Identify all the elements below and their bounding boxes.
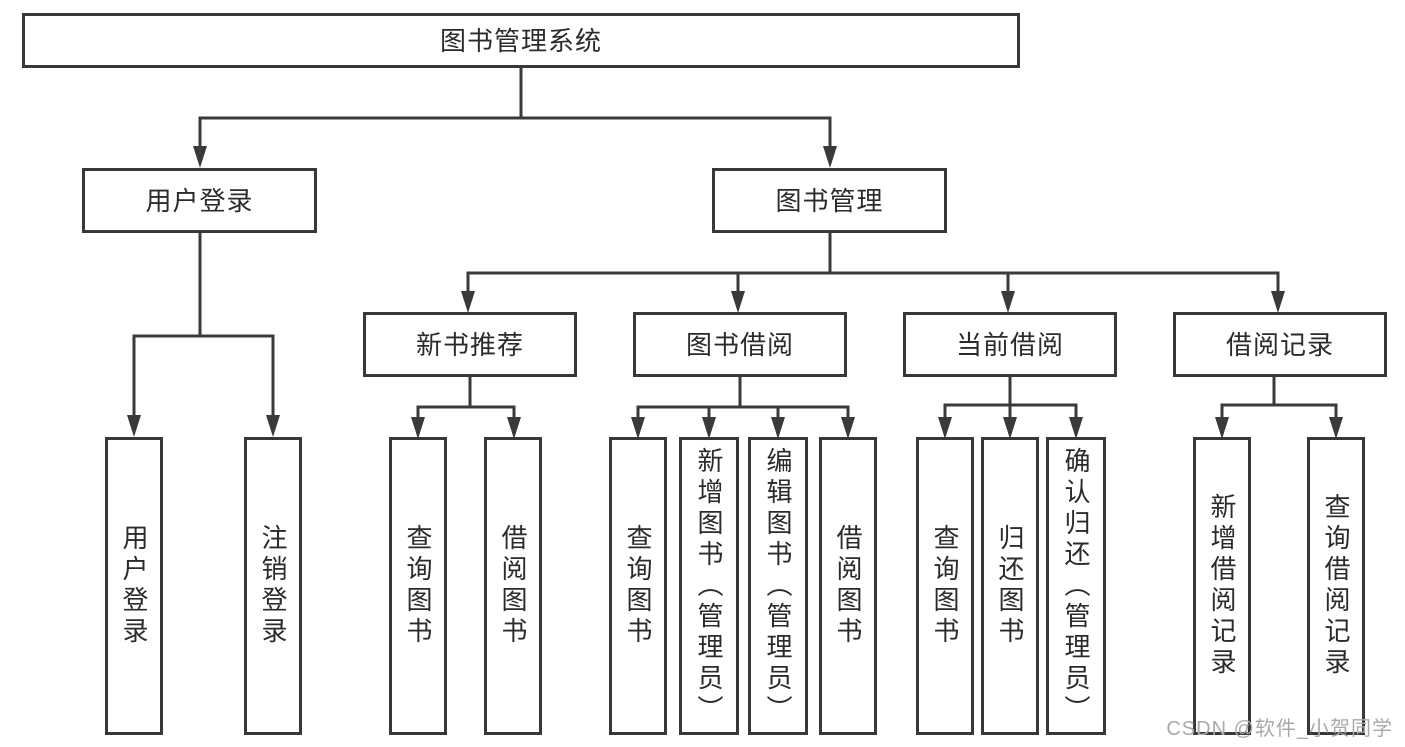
arrow-down-icon [823, 146, 837, 168]
arrow-down-icon [127, 415, 141, 437]
node-label: 图书借阅 [685, 329, 794, 360]
connector-line [132, 233, 275, 423]
node-borrow-records: 借阅记录 [1173, 312, 1387, 377]
arrow-down-icon [507, 417, 521, 439]
node-book-borrow: 图书借阅 [633, 312, 847, 377]
node-label: 查询图书 [930, 524, 960, 648]
node-label: 注销登录 [258, 524, 288, 648]
node-label: 图书管理系统 [439, 25, 602, 56]
connector-line [416, 377, 516, 425]
node-label: 新增借阅记录 [1207, 493, 1237, 679]
arrow-down-icon [1271, 291, 1285, 313]
arrow-down-icon [1329, 417, 1343, 439]
arrow-down-icon [1215, 417, 1229, 439]
leaf-add-borrow-record: 新增借阅记录 [1193, 437, 1251, 735]
node-current-borrow: 当前借阅 [903, 312, 1117, 377]
arrow-down-icon [461, 291, 475, 313]
node-label: 查询图书 [403, 524, 433, 648]
node-label: 新书推荐 [415, 329, 524, 360]
leaf-edit-book-admin: 编辑图书（管理员） [748, 437, 808, 735]
node-label: 新增图书（管理员） [694, 446, 724, 726]
node-book-management: 图书管理 [712, 168, 947, 233]
arrow-down-icon [193, 146, 207, 168]
arrow-down-icon [938, 417, 952, 439]
node-label: 用户登录 [119, 524, 149, 648]
leaf-query-books-current: 查询图书 [916, 437, 974, 735]
arrow-down-icon [771, 417, 785, 439]
leaf-borrow-books: 借阅图书 [819, 437, 877, 735]
node-new-book-recommend: 新书推荐 [363, 312, 577, 377]
connector-line [636, 377, 850, 425]
arrow-down-icon [411, 417, 425, 439]
leaf-query-books-borrow: 查询图书 [609, 437, 667, 735]
arrow-down-icon [266, 415, 280, 437]
leaf-borrow-books-recommend: 借阅图书 [484, 437, 542, 735]
node-label: 借阅图书 [833, 524, 863, 648]
connector-line [198, 68, 832, 155]
node-label: 编辑图书（管理员） [763, 446, 793, 726]
node-label: 查询借阅记录 [1321, 493, 1351, 679]
leaf-return-book: 归还图书 [981, 437, 1039, 735]
connector-line [466, 233, 1280, 299]
node-label: 借阅记录 [1225, 329, 1334, 360]
leaf-user-login: 用户登录 [105, 437, 163, 735]
leaf-query-books-recommend: 查询图书 [389, 437, 447, 735]
arrow-down-icon [841, 417, 855, 439]
node-label: 借阅图书 [498, 524, 528, 648]
leaf-confirm-return-admin: 确认归还（管理员） [1046, 437, 1106, 735]
leaf-add-book-admin: 新增图书（管理员） [679, 437, 739, 735]
node-label: 确认归还（管理员） [1061, 446, 1091, 726]
connector-line [943, 377, 1078, 425]
csdn-watermark: CSDN @软件_小贺同学 [1166, 718, 1393, 740]
arrow-down-icon [1001, 291, 1015, 313]
arrow-down-icon [1003, 417, 1017, 439]
node-label: 当前借阅 [955, 329, 1064, 360]
node-label: 归还图书 [995, 524, 1025, 648]
node-label: 图书管理 [775, 185, 884, 216]
arrow-down-icon [702, 417, 716, 439]
arrow-down-icon [631, 417, 645, 439]
node-label: 查询图书 [623, 524, 653, 648]
node-library-management-system: 图书管理系统 [22, 13, 1020, 68]
leaf-logout: 注销登录 [244, 437, 302, 735]
arrow-down-icon [731, 291, 745, 313]
leaf-query-borrow-record: 查询借阅记录 [1307, 437, 1365, 735]
node-label: 用户登录 [145, 185, 254, 216]
connector-line [1220, 377, 1338, 425]
node-user-login: 用户登录 [82, 168, 317, 233]
arrow-down-icon [1069, 417, 1083, 439]
